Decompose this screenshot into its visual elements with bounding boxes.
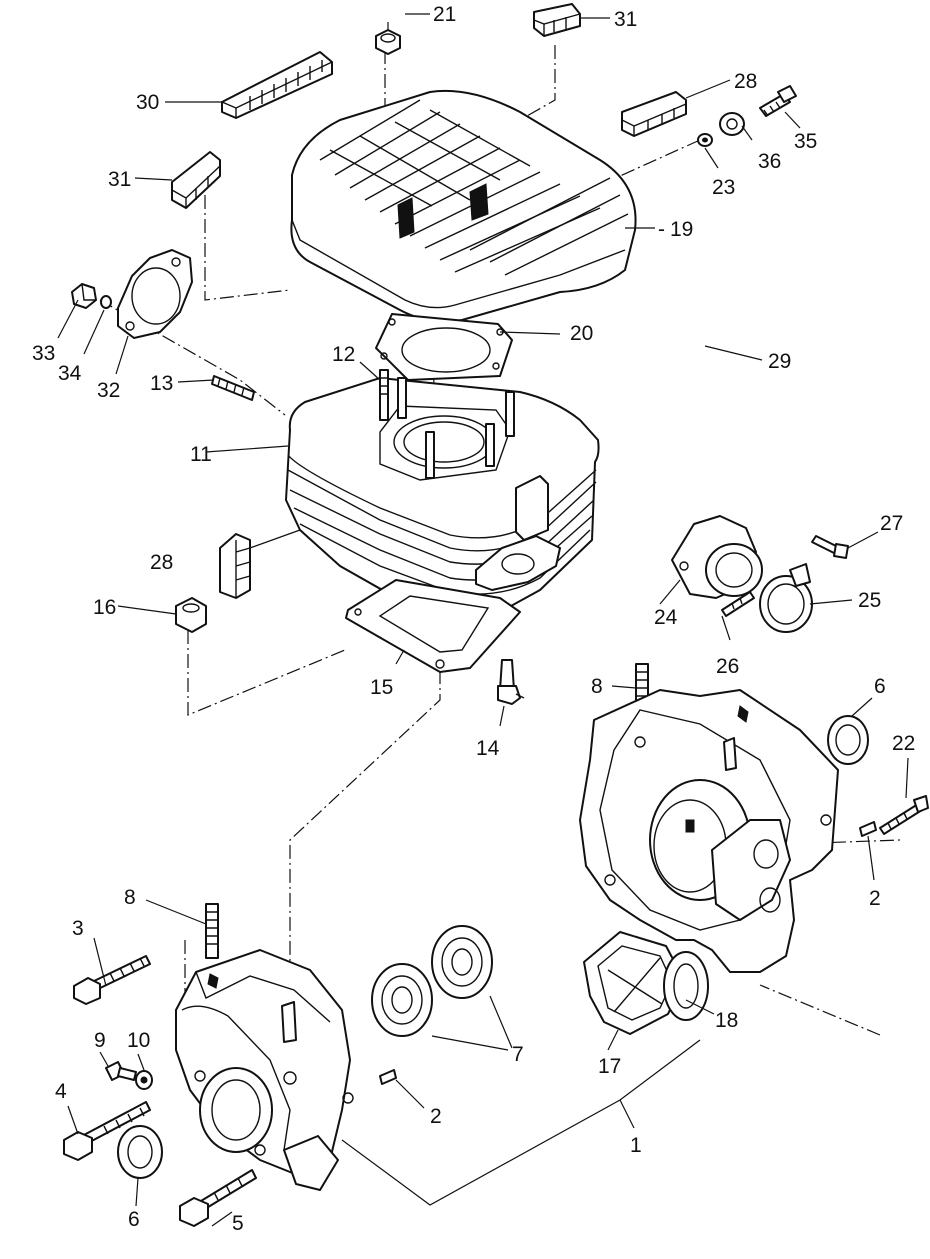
dowel-2-right [859,821,877,837]
bolt-4 [63,1101,151,1161]
clamp-25 [759,563,813,633]
callout-30: 30 [136,91,159,114]
crankcase-left [175,949,354,1191]
callout-26: 26 [716,655,739,678]
head-gasket-20 [375,313,513,381]
callout-19: - [658,218,665,241]
bearing-7-left [371,963,433,1037]
callout-23: 23 [712,176,735,199]
washer-10 [135,1070,153,1090]
callout-20: 20 [570,322,593,345]
callout-13: 13 [150,372,173,395]
baffle-28-left [219,533,251,599]
callout-2-left: 2 [430,1105,442,1128]
callout-10: 10 [127,1029,150,1052]
screw-35 [759,85,797,117]
callout-29: 29 [768,350,791,373]
fitting-36 [719,112,745,136]
seal-18 [663,951,709,1021]
callout-31-left: 31 [108,168,131,191]
fitting-14 [497,659,525,705]
callout-22: 22 [892,732,915,755]
callout-35: 35 [794,130,817,153]
bolt-5 [179,1169,257,1227]
seal-6-right [827,715,869,765]
washer-34 [100,295,112,309]
nut-33 [71,283,97,309]
callout-11: 11 [190,443,212,466]
callout-4: 4 [55,1080,67,1103]
washer-23 [697,133,713,147]
callout-27: 27 [880,512,903,535]
callout-7: 7 [512,1043,524,1066]
case-line-right [759,984,881,1036]
callout-17: 17 [598,1055,621,1078]
baffle-30 [221,51,333,119]
callout-12: 12 [332,343,355,366]
seal-6-left [117,1125,163,1179]
stud-13 [211,375,255,401]
cylinder-case-line [289,670,441,1005]
callout-8-right: 8 [591,675,603,698]
leader-lines [57,13,909,1227]
callout-1: 1 [630,1134,642,1157]
intake-manifold-24 [671,515,763,599]
baffle-line-left [204,195,291,301]
cylinder-studs-12 [379,369,515,479]
stud-8-left [205,903,219,959]
baffle-31-top [533,3,581,37]
callout-3: 3 [72,917,84,940]
callout-36: 36 [758,150,781,173]
screw-27 [811,535,849,559]
bolt-3 [73,955,151,1005]
callout-33: 33 [32,342,55,365]
callout-16: 16 [93,596,116,619]
callout-32: 32 [97,379,120,402]
screw-26 [721,591,755,617]
screw-9 [105,1061,137,1081]
callout-34: 34 [58,362,82,385]
manifold-flange-32 [117,249,193,339]
baffle-31-left [171,151,221,209]
dowel-2-left [379,1069,397,1085]
nut-line [187,630,346,716]
callout-28-top: 28 [734,70,757,93]
callout-15: 15 [370,676,393,699]
baffle-28-top [621,91,687,137]
baffle-line-top [519,45,556,121]
bearing-7-right [431,925,493,999]
cylinder-head-19 [290,89,637,323]
callout-2-right: 2 [869,887,881,910]
callout-18: 18 [715,1009,738,1032]
callout-19-number: 19 [670,218,693,241]
callout-25: 25 [858,589,881,612]
callouts: 21 31 30 28 35 36 31 23 - 19 20 33 12 29… [32,3,915,1235]
callout-24: 24 [654,606,678,629]
screw-22 [879,795,929,835]
callout-5: 5 [232,1212,244,1235]
callout-9: 9 [94,1029,106,1052]
callout-21: 21 [433,3,456,26]
callout-28-left: 28 [150,551,173,574]
base-gasket-15 [345,579,521,673]
callout-6-left: 6 [128,1208,140,1231]
nut-21 [375,29,401,55]
cylinder-11 [285,377,600,616]
callout-8-left: 8 [124,886,136,909]
callout-14: 14 [476,737,500,760]
cover-17 [583,931,685,1035]
callout-6-right: 6 [874,675,886,698]
crankcase-right [579,689,839,973]
nut-16 [175,597,207,633]
callout-31-top: 31 [614,8,637,31]
